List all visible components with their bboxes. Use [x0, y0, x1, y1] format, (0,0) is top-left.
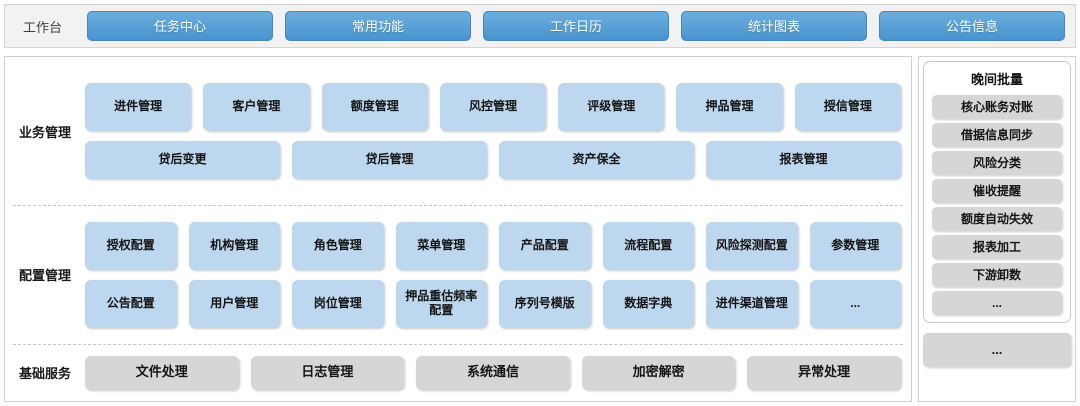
- module-credit-limit-management[interactable]: 额度管理: [321, 83, 428, 131]
- batch-item-iou-info-sync[interactable]: 借据信息同步: [932, 123, 1062, 147]
- right-panel: 晚间批量 核心账务对账 借据信息同步 风险分类 催收提醒 额度自动失效 报表加工…: [918, 56, 1076, 402]
- module-user-management[interactable]: 用户管理: [188, 279, 280, 328]
- module-post-loan-management[interactable]: 贷后管理: [292, 141, 487, 179]
- tab-work-calendar[interactable]: 工作日历: [483, 11, 669, 41]
- module-collateral-revaluation-frequency-config[interactable]: 押品重估频率配置: [395, 279, 487, 328]
- module-authorization-config[interactable]: 授权配置: [85, 221, 177, 270]
- module-exception-handling[interactable]: 异常处理: [747, 355, 901, 390]
- module-announcement-config[interactable]: 公告配置: [85, 279, 177, 328]
- night-batch-card: 晚间批量 核心账务对账 借据信息同步 风险分类 催收提醒 额度自动失效 报表加工…: [923, 61, 1071, 323]
- module-jianjian-guanli[interactable]: 进件管理: [85, 83, 192, 131]
- section-label-basic: 基础服务: [18, 366, 71, 381]
- section-rows-config: 授权配置 机构管理 角色管理 菜单管理 产品配置 流程配置 风险探测配置 参数管…: [85, 221, 911, 328]
- section-rows-basic: 文件处理 日志管理 系统通信 加密解密 异常处理: [85, 355, 911, 390]
- section-label-config: 配置管理: [18, 268, 71, 283]
- batch-item-downstream-unload[interactable]: 下游卸数: [932, 263, 1062, 287]
- module-credit-granting-management[interactable]: 授信管理: [794, 83, 901, 131]
- module-matrix-panel: 业务管理 进件管理 客户管理 额度管理 风控管理 评级管理 押品管理 授信管理 …: [4, 56, 912, 402]
- business-row-2: 贷后变更 贷后管理 资产保全 报表管理: [85, 141, 901, 179]
- top-toolbar: 工作台 任务中心 常用功能 工作日历 统计图表 公告信息: [4, 4, 1076, 48]
- basic-row-1: 文件处理 日志管理 系统通信 加密解密 异常处理: [85, 355, 901, 390]
- section-config-management: 配置管理 授权配置 机构管理 角色管理 菜单管理 产品配置 流程配置 风险探测配…: [5, 205, 911, 344]
- module-data-dictionary[interactable]: 数据字典: [602, 279, 694, 328]
- section-divider-2: [13, 344, 903, 345]
- module-system-communication[interactable]: 系统通信: [416, 355, 570, 390]
- batch-item-more[interactable]: ...: [932, 291, 1062, 315]
- module-encryption-decryption[interactable]: 加密解密: [581, 355, 736, 390]
- section-basic-services: 基础服务 文件处理 日志管理 系统通信 加密解密 异常处理: [5, 344, 911, 401]
- batch-item-limit-auto-expiry[interactable]: 额度自动失效: [932, 207, 1062, 231]
- module-customer-management[interactable]: 客户管理: [203, 83, 310, 131]
- module-report-management[interactable]: 报表管理: [706, 141, 901, 179]
- tab-common-functions[interactable]: 常用功能: [285, 11, 471, 41]
- module-process-config[interactable]: 流程配置: [602, 221, 694, 270]
- module-asset-preservation[interactable]: 资产保全: [499, 141, 694, 179]
- module-risk-control-management[interactable]: 风控管理: [439, 83, 547, 131]
- business-row-1: 进件管理 客户管理 额度管理 风控管理 评级管理 押品管理 授信管理: [85, 83, 901, 131]
- module-rating-management[interactable]: 评级管理: [558, 83, 665, 131]
- module-collateral-management[interactable]: 押品管理: [676, 83, 783, 131]
- section-rows-business: 进件管理 客户管理 额度管理 风控管理 评级管理 押品管理 授信管理 贷后变更 …: [85, 83, 911, 179]
- module-file-processing[interactable]: 文件处理: [85, 355, 239, 390]
- tab-statistics-charts[interactable]: 统计图表: [681, 11, 867, 41]
- module-risk-detection-config[interactable]: 风险探测配置: [706, 221, 798, 270]
- section-divider-1: [13, 205, 903, 206]
- section-label-business: 业务管理: [18, 124, 71, 140]
- page-title: 工作台: [23, 19, 63, 35]
- module-log-management[interactable]: 日志管理: [250, 355, 405, 390]
- module-role-management[interactable]: 角色管理: [292, 221, 384, 270]
- right-panel-more[interactable]: ...: [923, 333, 1071, 367]
- config-row-1: 授权配置 机构管理 角色管理 菜单管理 产品配置 流程配置 风险探测配置 参数管…: [85, 221, 901, 270]
- module-post-loan-change[interactable]: 贷后变更: [85, 141, 280, 179]
- section-business-management: 业务管理 进件管理 客户管理 额度管理 风控管理 评级管理 押品管理 授信管理 …: [5, 57, 911, 205]
- batch-item-report-processing[interactable]: 报表加工: [932, 235, 1062, 259]
- module-product-config[interactable]: 产品配置: [499, 221, 591, 270]
- tab-announcements[interactable]: 公告信息: [879, 11, 1065, 41]
- night-batch-title: 晚间批量: [970, 72, 1023, 87]
- batch-item-risk-classification[interactable]: 风险分类: [932, 151, 1062, 175]
- batch-item-core-accounting-reconciliation[interactable]: 核心账务对账: [932, 95, 1062, 119]
- module-position-management[interactable]: 岗位管理: [292, 279, 384, 328]
- config-row-2: 公告配置 用户管理 岗位管理 押品重估频率配置 序列号模版 数据字典 进件渠道管…: [85, 279, 901, 328]
- module-menu-management[interactable]: 菜单管理: [395, 221, 487, 270]
- module-config-more[interactable]: ...: [809, 279, 901, 328]
- batch-item-collection-reminder[interactable]: 催收提醒: [932, 179, 1062, 203]
- top-tab-list: 任务中心 常用功能 工作日历 统计图表 公告信息: [87, 11, 1065, 41]
- module-application-channel-management[interactable]: 进件渠道管理: [706, 279, 798, 328]
- module-organization-management[interactable]: 机构管理: [188, 221, 280, 270]
- tab-task-center[interactable]: 任务中心: [87, 11, 273, 41]
- module-parameter-management[interactable]: 参数管理: [809, 221, 901, 270]
- module-serial-number-template[interactable]: 序列号模版: [499, 279, 591, 328]
